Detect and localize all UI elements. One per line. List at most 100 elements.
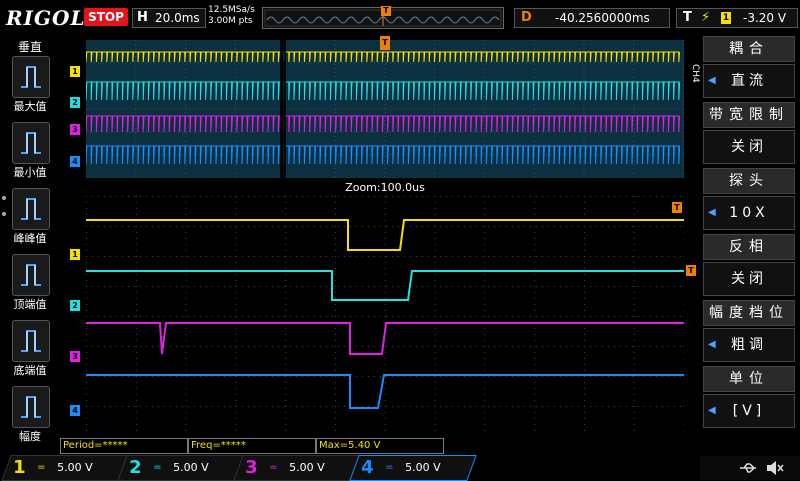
grid-dot — [566, 346, 567, 347]
grid-dot — [374, 346, 375, 347]
grid-dot — [136, 370, 137, 371]
grid-dot — [242, 376, 243, 377]
grid-dot — [518, 316, 519, 317]
grid-dot — [602, 376, 603, 377]
channel-offset-marker[interactable]: 2 — [70, 300, 80, 311]
channel-2-box[interactable]: 2=5.00 V — [117, 455, 244, 481]
channel-3-box[interactable]: 3=5.00 V — [233, 455, 360, 481]
grid-dot — [302, 406, 303, 407]
grid-dot — [626, 376, 627, 377]
grid-dot — [512, 376, 513, 377]
channel-offset-marker[interactable]: 3 — [70, 351, 80, 362]
channel-offset-marker[interactable]: 2 — [70, 97, 80, 108]
grid-dot — [320, 196, 321, 197]
speaker-muted-icon[interactable] — [764, 459, 784, 477]
grid-dot — [484, 316, 485, 317]
menu-value-2[interactable]: 关闭 — [703, 130, 795, 164]
menu-value-1[interactable]: 直流◀ — [703, 64, 795, 98]
grid-dot — [188, 286, 189, 287]
zoom-window-marker — [280, 40, 286, 178]
grid-dot — [182, 346, 183, 347]
menu-value-5[interactable]: 粗调◀ — [703, 328, 795, 362]
grid-dot — [435, 274, 436, 275]
grid-dot — [104, 196, 105, 197]
grid-dot — [392, 226, 393, 227]
grid-dot — [608, 316, 609, 317]
menu-value-3[interactable]: 10X◀ — [703, 196, 795, 230]
channel-offset-marker[interactable]: 4 — [70, 405, 80, 416]
grid-dot — [488, 256, 489, 257]
grid-dot — [122, 346, 123, 347]
grid-dot — [122, 406, 123, 407]
grid-dot — [534, 412, 535, 413]
run-stop-indicator[interactable]: STOP — [84, 8, 128, 26]
grid-dot — [260, 316, 261, 317]
channel-offset-marker[interactable]: 1 — [70, 249, 80, 260]
grid-dot — [644, 406, 645, 407]
measure-button-2[interactable] — [12, 122, 50, 164]
grid-dot — [518, 376, 519, 377]
grid-dot — [484, 274, 485, 275]
timebase-box[interactable]: H 20.0ms — [132, 8, 206, 28]
measure-button-1[interactable] — [12, 56, 50, 98]
grid-dot — [128, 316, 129, 317]
trigger-level-marker[interactable]: T — [686, 265, 696, 276]
grid-dot — [572, 226, 573, 227]
grid-dot — [554, 226, 555, 227]
overview-waveform-area[interactable] — [86, 40, 684, 178]
grid-dot — [158, 256, 159, 257]
grid-dot — [176, 286, 177, 287]
grid-dot — [272, 256, 273, 257]
grid-dot — [668, 256, 669, 257]
timebase-label: H — [137, 10, 148, 25]
grid-dot — [344, 286, 345, 287]
measure-button-4[interactable] — [12, 254, 50, 296]
grid-dot — [435, 400, 436, 401]
grid-dot — [285, 382, 286, 383]
channel-offset-marker[interactable]: 3 — [70, 124, 80, 135]
measure-button-5[interactable] — [12, 320, 50, 362]
measure-button-6[interactable] — [12, 386, 50, 428]
grid-dot — [518, 256, 519, 257]
delay-box[interactable]: D -40.2560000ms — [514, 8, 670, 28]
grid-dot — [435, 412, 436, 413]
grid-dot — [134, 346, 135, 347]
channel-offset-marker[interactable]: 4 — [70, 156, 80, 167]
grid-dot — [314, 226, 315, 227]
grid-dot — [116, 406, 117, 407]
grid-dot — [110, 376, 111, 377]
grid-dot — [422, 346, 423, 347]
measure-button-3[interactable] — [12, 188, 50, 230]
menu-value-4[interactable]: 关闭 — [703, 262, 795, 296]
channel-offset-marker[interactable]: 1 — [70, 66, 80, 77]
grid-dot — [116, 256, 117, 257]
grid-dot — [146, 286, 147, 287]
grid-dot — [285, 208, 286, 209]
pulse-measure-icon — [17, 127, 45, 159]
channel-4-box[interactable]: 4=5.00 V — [349, 455, 476, 481]
grid-dot — [530, 256, 531, 257]
grid-dot — [356, 226, 357, 227]
grid-dot — [542, 196, 543, 197]
grid-dot — [188, 226, 189, 227]
channel-1-box[interactable]: 1=5.00 V — [1, 455, 128, 481]
grid-dot — [98, 376, 99, 377]
grid-dot — [122, 316, 123, 317]
zoom-waveform-area[interactable] — [86, 196, 684, 436]
grid-dot — [236, 316, 237, 317]
grid-dot — [86, 328, 87, 329]
trigger-box[interactable]: T ⚡ 1 -3.20 V — [676, 8, 798, 28]
grid-dot — [566, 196, 567, 197]
grid-dot — [385, 274, 386, 275]
grid-dot — [206, 256, 207, 257]
grid-dot — [320, 226, 321, 227]
grid-dot — [176, 196, 177, 197]
trigger-level: -3.20 V — [743, 11, 786, 25]
grid-dot — [335, 298, 336, 299]
scroll-dot — [2, 212, 6, 216]
grid-dot — [380, 376, 381, 377]
grid-dot — [136, 412, 137, 413]
grid-dot — [634, 382, 635, 383]
grid-dot — [500, 226, 501, 227]
menu-value-6[interactable]: [V]◀ — [703, 394, 795, 428]
